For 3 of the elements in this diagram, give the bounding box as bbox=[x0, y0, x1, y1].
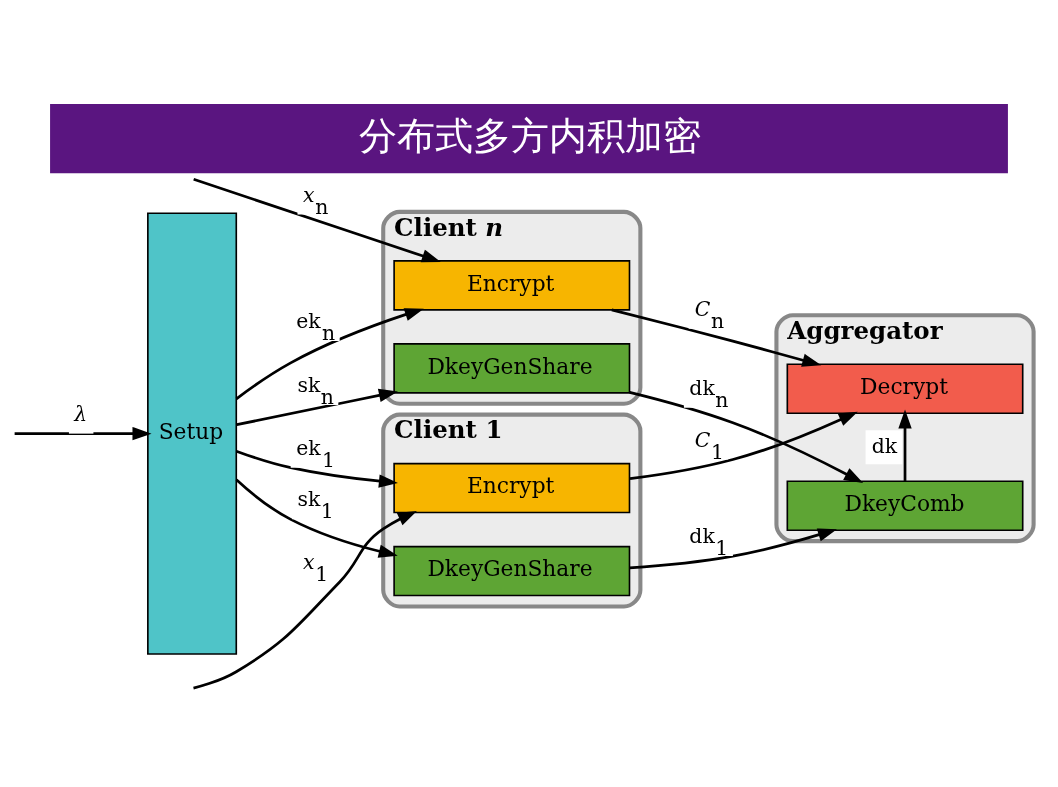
diagram-title: 分布式多方内积加密 bbox=[358, 113, 701, 158]
edge-label: λ bbox=[74, 401, 88, 426]
edge-label: dk bbox=[871, 433, 898, 458]
